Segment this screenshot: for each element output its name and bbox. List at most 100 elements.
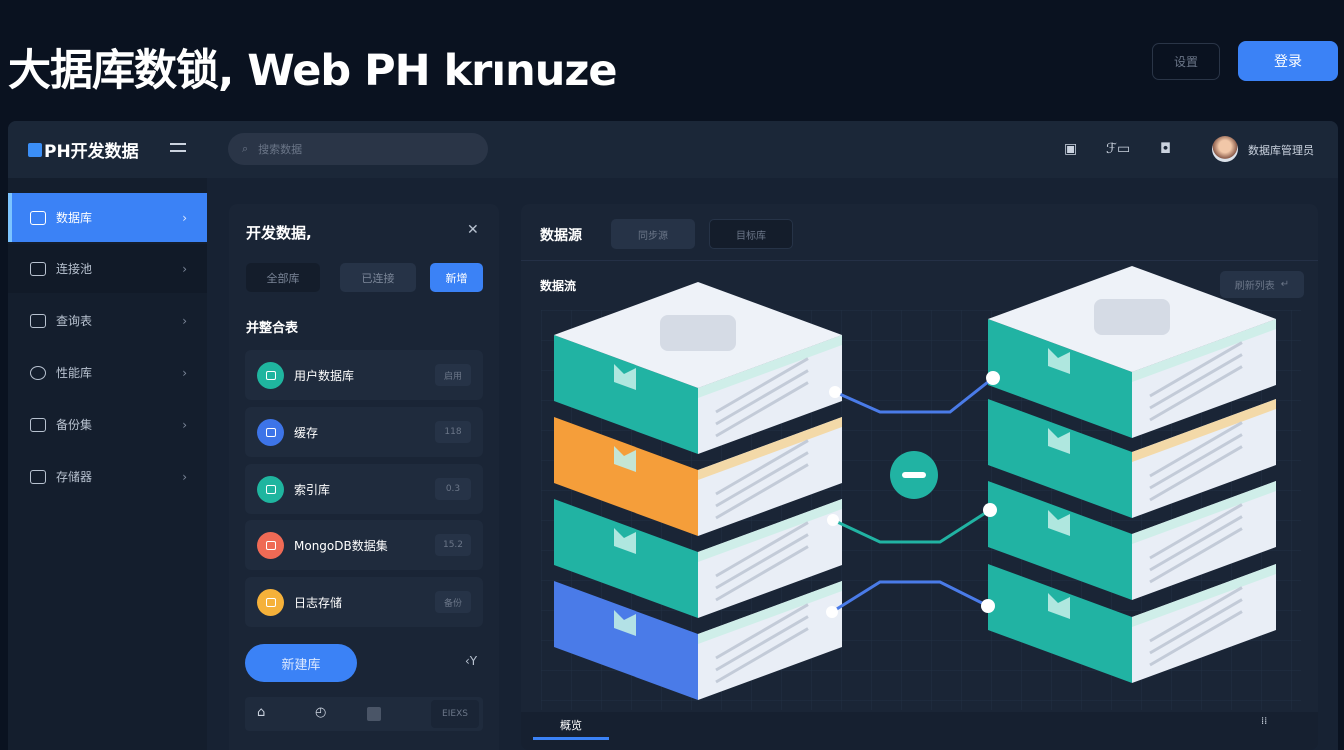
link-node — [829, 386, 841, 398]
server-icon — [30, 261, 46, 276]
item-badge: 118 — [435, 421, 471, 443]
sidebar-item-backup[interactable]: 备份集 › — [8, 400, 207, 449]
top-bar: PH开发数据 ⌕ 搜索数据 ▣ ℱ▭ ◘ 数据库管理员 — [8, 121, 1338, 178]
list-item[interactable]: 日志存储备份 — [245, 577, 483, 627]
chevron-icon: › — [182, 365, 187, 380]
panel-toolbar: ⌂ ◴ EIEXS — [245, 697, 483, 731]
sidebar-item-label: 性能库 — [56, 366, 93, 380]
item-badge: 15.2 — [435, 534, 471, 556]
user-name[interactable]: 数据库管理员 — [1248, 144, 1314, 157]
home-icon[interactable]: ⌂ — [257, 705, 266, 720]
database-block — [554, 499, 842, 618]
sidebar-item-query[interactable]: 查询表› — [8, 296, 207, 345]
sidebar-item-label: 查询表 — [56, 314, 93, 328]
storage-icon — [30, 469, 46, 484]
chevron-icon: › — [182, 261, 187, 276]
sync-link — [832, 508, 991, 544]
menu-icon[interactable] — [170, 143, 186, 157]
avatar[interactable] — [1212, 136, 1238, 162]
panel-title: 开发数据, — [246, 224, 312, 242]
cache-icon — [257, 418, 284, 446]
tab-sync-source[interactable]: 同步源 — [611, 219, 695, 249]
database-block — [988, 564, 1276, 683]
list-item[interactable]: MongoDB数据集 15.2 — [245, 520, 483, 570]
refresh-label: 刷新列表 — [1234, 281, 1275, 292]
book-icon[interactable]: ◘ — [1160, 141, 1172, 157]
sidebar-item-performance[interactable]: 性能库 › — [8, 348, 207, 397]
gauge-icon — [30, 365, 46, 380]
new-database-button[interactable]: 新建库 — [245, 644, 357, 682]
active-tab-indicator — [533, 737, 609, 740]
return-icon: ↵ — [1280, 279, 1290, 290]
sidebar-item-label: 备份集 — [56, 418, 93, 432]
logo-icon — [28, 142, 42, 157]
tab-all[interactable]: 全部库 — [246, 263, 320, 292]
subtitle: 数据流 — [540, 279, 577, 293]
sidebar-item-label: 存储器 — [56, 470, 93, 484]
tab-overview[interactable]: 概览 — [560, 719, 582, 732]
database-block — [988, 399, 1276, 518]
database-block — [988, 481, 1276, 600]
database-icon — [257, 361, 284, 389]
refresh-button[interactable]: 刷新列表 ↵ — [1220, 271, 1304, 298]
logo[interactable]: PH开发数据 — [28, 137, 139, 162]
database-block — [554, 417, 842, 536]
clock-icon[interactable]: ◴ — [315, 705, 327, 720]
sync-link — [834, 376, 994, 414]
settings-button[interactable]: 设置 — [1152, 43, 1220, 80]
page-title: 大据库数锁, Web PH krınuze — [8, 46, 618, 96]
sidebar-item-storage[interactable]: 存储器 › — [8, 452, 207, 501]
database-block — [554, 581, 842, 700]
sidebar: 数据库 › 连接池 › 查询表› 性能库 › 备份集 › 存储器 › — [8, 178, 207, 750]
panel-title: 数据源 — [540, 228, 582, 244]
item-label: MongoDB数据集 — [294, 538, 388, 553]
sidebar-item-pool[interactable]: 连接池 › — [8, 244, 207, 293]
list-item[interactable]: 用户数据库启用 — [245, 350, 483, 400]
item-label: 缓存 — [294, 425, 319, 440]
link-node — [826, 606, 838, 618]
database-panel: 开发数据, ✕ 全部库 已连接 新增 并整合表 用户数据库启用 缓存 118 索引… — [229, 204, 499, 750]
search-input[interactable]: ⌕ 搜索数据 — [228, 133, 488, 165]
minus-icon — [902, 472, 926, 478]
item-label: 用户数据库 — [294, 368, 355, 383]
login-button[interactable]: 登录 — [1238, 41, 1338, 81]
divider — [521, 260, 1318, 261]
section-title: 并整合表 — [246, 321, 299, 336]
sidebar-item-label: 数据库 — [56, 211, 93, 225]
logo-text: PH开发数据 — [44, 142, 139, 162]
more-toggle[interactable]: ‹Y — [465, 654, 478, 668]
search-placeholder: 搜索数据 — [258, 143, 303, 156]
image-icon[interactable]: ▣ — [1064, 141, 1078, 157]
chevron-icon: › — [182, 469, 187, 484]
chevron-icon: › — [182, 417, 187, 432]
database-block — [988, 266, 1276, 438]
item-label: 索引库 — [294, 482, 331, 497]
bottom-tabs — [521, 712, 1318, 750]
tab-new[interactable]: 新增 — [430, 263, 483, 292]
search-icon: ⌕ — [242, 142, 249, 155]
chart-icon[interactable]: ℱ▭ — [1106, 141, 1131, 157]
more-icon[interactable]: ⁞⁞ — [1261, 716, 1268, 727]
left-stack — [554, 282, 842, 700]
sidebar-item-database[interactable]: 数据库 › — [8, 193, 207, 242]
index-icon — [257, 475, 284, 503]
link-node — [986, 371, 1000, 385]
link-node — [983, 503, 997, 517]
item-badge: 备份 — [435, 591, 471, 613]
mongodb-icon — [257, 531, 284, 559]
chevron-icon: › — [182, 210, 187, 225]
sync-link — [831, 580, 989, 614]
list-item[interactable]: 缓存 118 — [245, 407, 483, 457]
link-node — [827, 514, 839, 526]
tab-target[interactable]: 目标库 — [709, 219, 793, 249]
sidebar-item-label: 连接池 — [56, 262, 93, 276]
square-icon[interactable] — [367, 707, 381, 721]
close-icon[interactable]: ✕ — [467, 222, 479, 238]
list-item[interactable]: 索引库 0.3 — [245, 464, 483, 514]
backup-icon — [30, 417, 46, 432]
link-node — [981, 599, 995, 613]
item-badge: 0.3 — [435, 478, 471, 500]
tab-connected[interactable]: 已连接 — [340, 263, 416, 292]
database-icon — [30, 210, 46, 225]
